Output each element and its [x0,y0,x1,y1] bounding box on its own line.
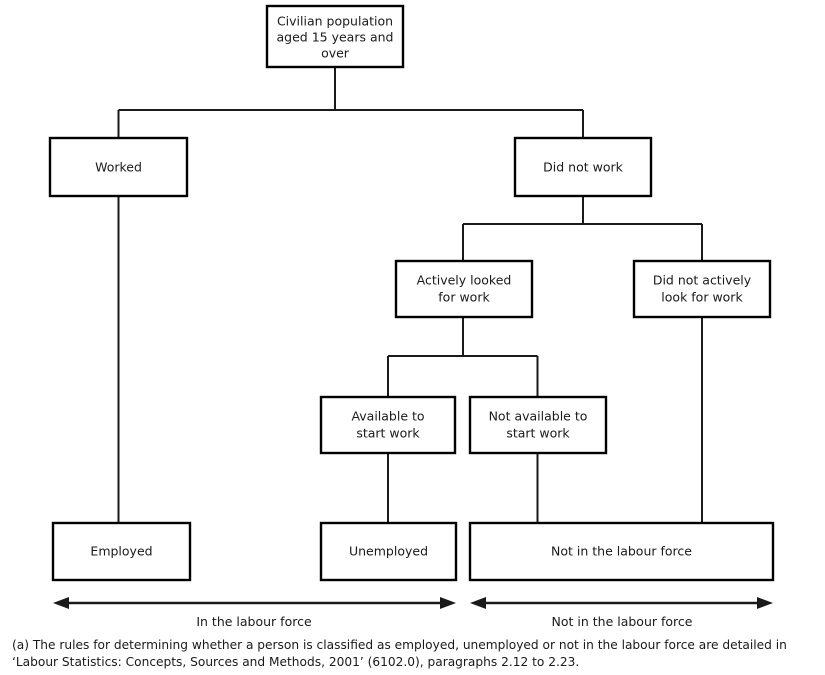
node-label-line: Did not work [543,160,623,175]
node-label-line: over [321,46,350,61]
node-label-line: Not available to [489,409,588,424]
node-not-available-to-start-work[interactable]: Not available to start work [468,395,608,455]
node-employed[interactable]: Employed [51,521,192,582]
node-label-line: start work [356,426,420,441]
node-did-not-actively-look-for-work[interactable]: Did not actively look for work [632,259,772,319]
node-unemployed[interactable]: Unemployed [319,521,458,582]
span-arrow-label: In the labour force [196,614,312,629]
node-label-line: look for work [661,290,743,305]
node-label-line: Worked [95,160,142,175]
node-civilian-population[interactable]: Civilian population aged 15 years and ov… [265,4,405,69]
arrow-head-right-icon [440,597,456,609]
node-boxes: Civilian population aged 15 years and ov… [48,4,775,582]
node-not-in-the-labour-force[interactable]: Not in the labour force [468,521,775,582]
node-available-to-start-work[interactable]: Available to start work [319,395,457,455]
node-label-line: aged 15 years and [277,30,394,45]
span-arrow-in-the-labour-force: In the labour force [53,597,456,629]
node-label-line: Unemployed [349,544,428,559]
arrow-head-left-icon [53,597,69,609]
span-arrow-not-in-the-labour-force: Not in the labour force [470,597,773,629]
arrow-head-left-icon [470,597,486,609]
span-arrow-label: Not in the labour force [552,614,693,629]
connector-lines [117,67,704,523]
node-did-not-work[interactable]: Did not work [513,136,653,198]
node-actively-looked-for-work[interactable]: Actively looked for work [394,259,534,319]
node-label-line: Available to [351,409,424,424]
node-worked[interactable]: Worked [48,136,189,198]
node-label-line: Civilian population [277,14,393,29]
node-label-line: Not in the labour force [551,544,692,559]
footnote-text: (a) The rules for determining whether a … [12,638,787,669]
node-label-line: start work [506,426,570,441]
arrow-head-right-icon [757,597,773,609]
node-label-line: Actively looked [417,273,512,288]
labour-force-flowchart: Civilian population aged 15 years and ov… [48,4,775,629]
node-label-line: for work [438,290,490,305]
node-label-line: Employed [90,544,152,559]
span-arrows: In the labour force Not in the labour fo… [53,597,773,629]
node-label-line: Did not actively [653,273,752,288]
